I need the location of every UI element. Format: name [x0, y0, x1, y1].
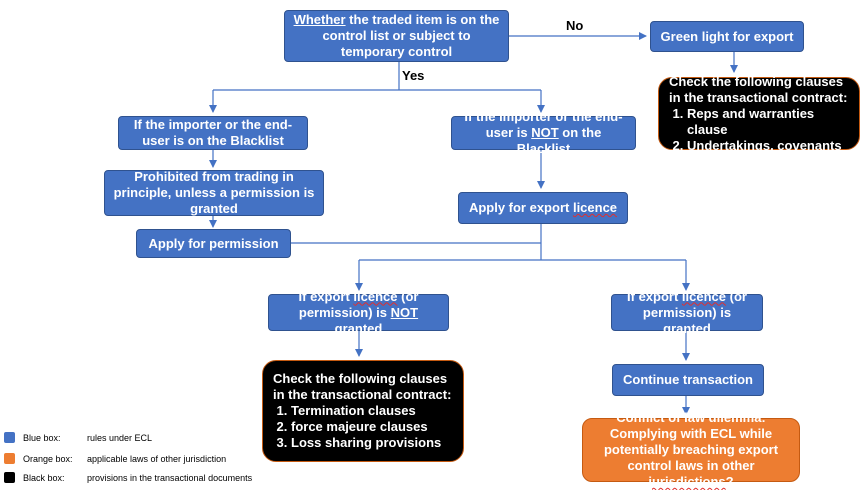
node-controlled-item-keyword: Whether [293, 12, 346, 27]
legend-item-orange: Orange box: applicable laws of other jur… [4, 453, 226, 464]
node-granted-licence: licence [681, 288, 727, 304]
node-blacklist-not-text-end: on the Blacklist [516, 125, 602, 156]
node-blacklist-not-text: If the importer or the end-user is [464, 109, 623, 140]
legend-swatch-orange [4, 453, 15, 464]
node-not-granted-keyword: NOT [390, 304, 419, 320]
node-top-clauses: Check the following clauses in the trans… [658, 73, 860, 153]
node-green-light: Green light for export [650, 21, 804, 52]
node-continue: Continue transaction [612, 364, 764, 396]
node-conflict-keyword: jurisdictions [648, 474, 726, 489]
bottom-clauses-list: Termination clauses force majeure clause… [273, 403, 453, 451]
node-prohibited: Prohibited from trading in principle, un… [104, 169, 324, 216]
node-not-granted-text-end: granted [334, 320, 383, 336]
node-blacklist-on: If the importer or the end-user is on th… [118, 116, 308, 150]
top-clause-item: Undertakings, covenants [687, 138, 849, 154]
top-clauses-lead: Check the following clauses in the trans… [669, 73, 848, 105]
node-conflict: Conflict of law dilemma: Complying with … [582, 410, 800, 489]
bottom-clause-item: Termination clauses [291, 403, 453, 419]
node-granted-text-end: (or permission) is granted [642, 288, 747, 336]
legend-name: Blue box: [23, 432, 61, 443]
node-apply-licence-text: Apply for export [468, 200, 573, 215]
bottom-clauses-lead: Check the following clauses in the trans… [273, 371, 452, 402]
node-blacklist-not-keyword: NOT [531, 125, 559, 140]
node-not-granted-licence: licence [353, 288, 398, 304]
bottom-clause-item: force majeure clauses [291, 419, 453, 435]
node-apply-permission: Apply for permission [136, 229, 291, 258]
node-not-granted-text-mid: (or permission) is [298, 288, 419, 320]
legend-swatch-black [4, 472, 15, 483]
node-blacklist-on-text: If the importer or the end-user is on th… [133, 117, 293, 148]
node-conflict-text: Conflict of law dilemma: Complying with … [603, 410, 779, 473]
node-controlled-item-text: the traded item is on the control list o… [322, 12, 500, 59]
legend-item-black: Black box: provisions in the transaction… [4, 472, 252, 483]
bottom-clause-item: Loss sharing provisions [291, 435, 453, 451]
legend-desc: applicable laws of other jurisdiction [87, 453, 227, 464]
node-conflict-text-end: ? [725, 474, 734, 489]
legend-item-blue: Blue box: rules under ECL [4, 432, 152, 443]
node-continue-text: Continue transaction [622, 372, 753, 387]
node-granted-text: If export [627, 288, 682, 304]
edge-label-yes: Yes [402, 68, 425, 83]
node-not-granted: If export licence (or permission) is NOT… [268, 289, 449, 336]
node-bottom-clauses: Check the following clauses in the trans… [262, 360, 464, 462]
legend-desc: provisions in the transactional document… [87, 472, 253, 483]
top-clauses-list: Reps and warranties clause Undertakings,… [669, 106, 849, 154]
node-granted: If export licence (or permission) is gra… [611, 289, 763, 336]
legend-name: Orange box: [23, 453, 73, 464]
node-apply-licence: Apply for export licence [458, 192, 628, 224]
edge-label-no: No [566, 18, 584, 33]
node-blacklist-not: If the importer or the end-user is NOT o… [451, 109, 636, 156]
node-apply-licence-keyword: licence [572, 200, 618, 215]
node-green-light-text: Green light for export [660, 28, 794, 44]
legend-swatch-blue [4, 432, 15, 443]
legend-name: Black box: [23, 472, 65, 483]
node-not-granted-text: If export [298, 288, 354, 304]
top-clause-item: Reps and warranties clause [687, 106, 849, 138]
node-prohibited-text: Prohibited from trading in principle, un… [113, 169, 315, 216]
node-controlled-item: Whether the traded item is on the contro… [284, 10, 509, 62]
node-apply-permission-text: Apply for permission [148, 235, 279, 251]
legend-desc: rules under ECL [87, 432, 153, 443]
